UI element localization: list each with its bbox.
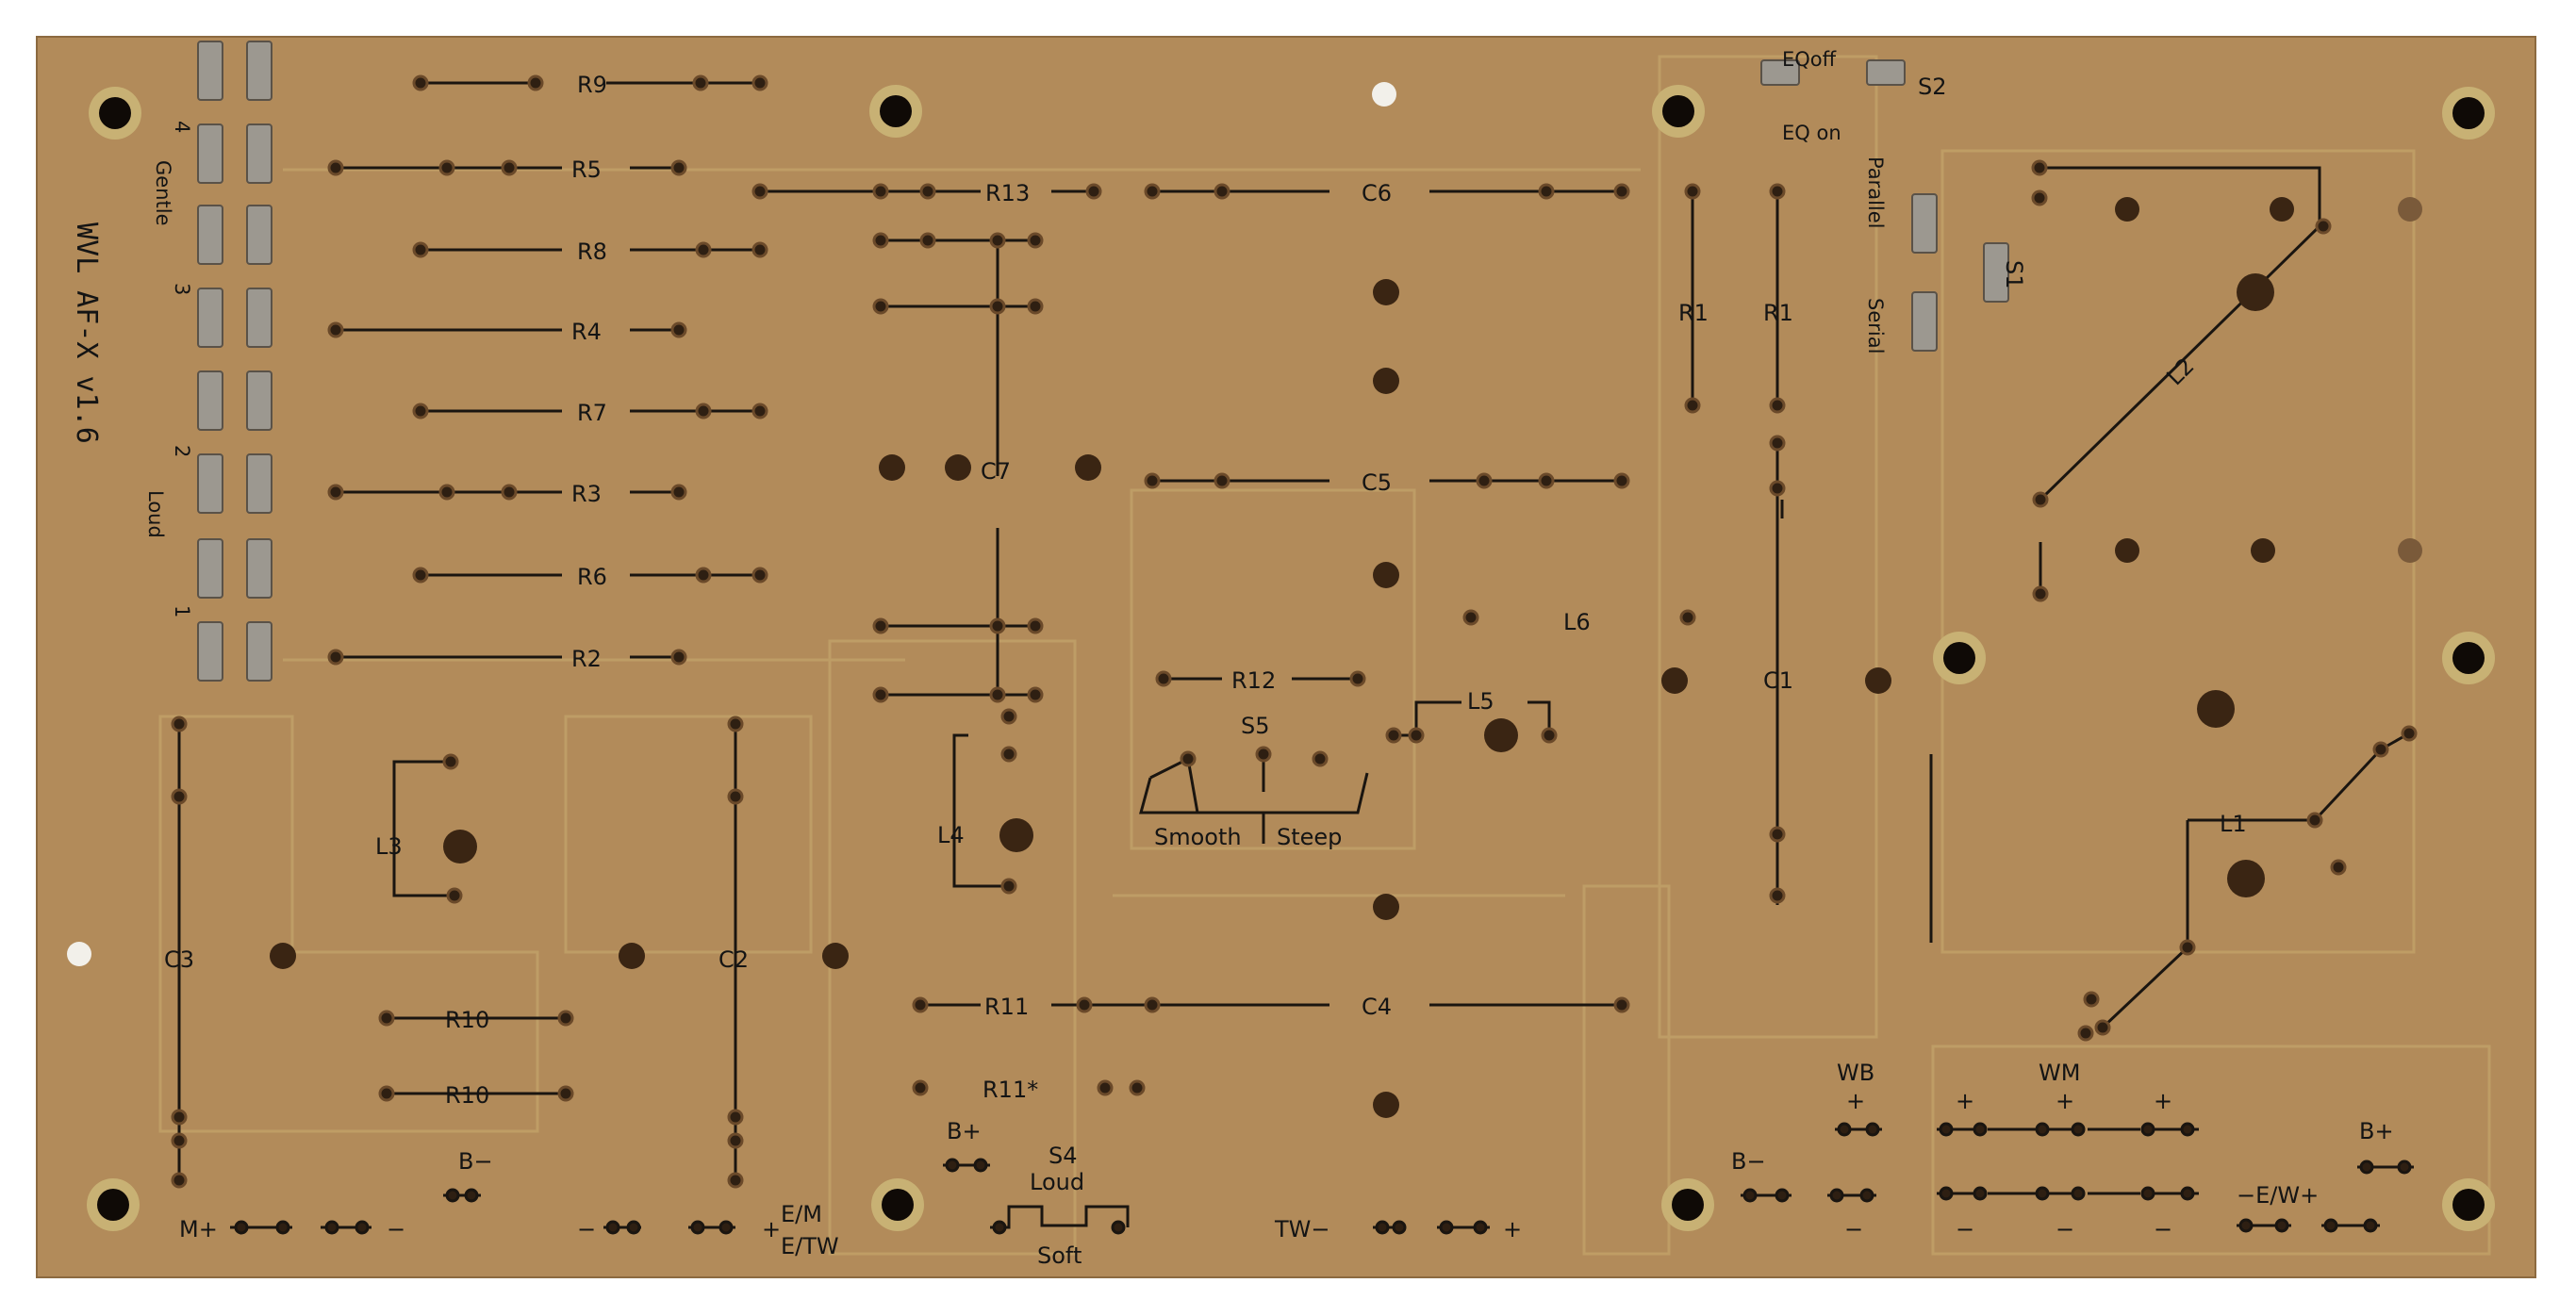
label-wm-plus-1: + <box>1956 1088 1974 1114</box>
label-r3: R3 <box>571 481 602 507</box>
label-eq-off: EQoff <box>1782 48 1837 71</box>
label-minus-wm-2: − <box>2056 1216 2074 1242</box>
label-s2: S2 <box>1918 74 1947 100</box>
label-steep: Steep <box>1277 824 1342 850</box>
label-r1-right: R1 <box>1763 300 1793 326</box>
gentle-label: Gentle <box>152 160 174 226</box>
board-title: WVL AF-X v1.6 <box>70 222 103 444</box>
label-c7: C7 <box>981 458 1011 485</box>
label-wb: WB <box>1837 1060 1874 1086</box>
label-em: E/M <box>781 1201 822 1227</box>
switch-bank-tabs <box>197 41 2009 682</box>
label-r4: R4 <box>571 319 602 345</box>
label-r7: R7 <box>577 400 607 426</box>
label-minus-2: − <box>577 1216 596 1242</box>
pads <box>171 74 2418 1189</box>
label-wm: WM <box>2039 1060 2080 1086</box>
label-b-minus-right: B− <box>1731 1148 1766 1175</box>
label-r9: R9 <box>577 72 607 98</box>
loud-label: Loud <box>144 490 167 538</box>
label-l2: L2 <box>2161 353 2199 390</box>
label-c1: C1 <box>1763 667 1793 694</box>
label-c6: C6 <box>1362 180 1392 206</box>
label-etw: E/TW <box>781 1233 839 1259</box>
label-wb-plus: + <box>1846 1088 1865 1114</box>
label-l3: L3 <box>375 833 403 860</box>
label-wm-plus-2: + <box>2056 1088 2074 1114</box>
trace-layer <box>177 81 2410 1180</box>
label-plus-em: + <box>762 1216 781 1242</box>
label-c3: C3 <box>164 946 194 973</box>
silkscreen-text: WVL AF-X v1.6 Gentle Loud 4 3 2 1 R9 R5 … <box>70 48 2394 1269</box>
label-r10-bottom: R10 <box>445 1082 489 1109</box>
label-r11: R11 <box>984 994 1029 1020</box>
label-l5: L5 <box>1467 688 1494 715</box>
label-r2: R2 <box>571 646 602 672</box>
bank-number-4: 4 <box>171 121 193 133</box>
label-s5: S5 <box>1241 713 1270 739</box>
label-s4-soft: Soft <box>1037 1242 1082 1269</box>
label-minus-wm-1: − <box>1956 1216 1974 1242</box>
label-r1-left: R1 <box>1678 300 1709 326</box>
label-minus-1: − <box>387 1216 405 1242</box>
label-s4-loud: Loud <box>1030 1169 1084 1195</box>
label-ew: −E/W+ <box>2237 1182 2319 1209</box>
label-plus-tw: + <box>1503 1216 1522 1242</box>
label-l6: L6 <box>1563 609 1591 635</box>
label-serial: Serial <box>1864 298 1887 354</box>
label-tw-minus: TW− <box>1274 1216 1330 1242</box>
label-r13: R13 <box>985 180 1030 206</box>
label-l4: L4 <box>937 822 965 848</box>
label-b-plus-mid: B+ <box>947 1118 982 1144</box>
label-minus-3: − <box>1844 1216 1863 1242</box>
label-minus-wm-3: − <box>2154 1216 2172 1242</box>
label-eq-on: EQ on <box>1782 122 1841 144</box>
label-smooth: Smooth <box>1154 824 1242 850</box>
label-l1: L1 <box>2220 811 2247 837</box>
label-r5: R5 <box>571 156 602 183</box>
mounting-holes <box>67 82 2495 1231</box>
label-b-minus-left: B− <box>458 1148 493 1175</box>
label-c5: C5 <box>1362 469 1392 496</box>
large-holes <box>270 197 2422 1118</box>
label-c4: C4 <box>1362 994 1392 1020</box>
bank-number-1: 1 <box>171 605 193 617</box>
label-m-plus: M+ <box>179 1216 218 1242</box>
label-r6: R6 <box>577 564 607 590</box>
label-b-plus-right: B+ <box>2359 1118 2394 1144</box>
label-parallel: Parallel <box>1864 156 1887 229</box>
bank-number-2: 2 <box>171 445 193 457</box>
label-r8: R8 <box>577 239 607 265</box>
terminal-strips <box>230 1122 2414 1235</box>
label-r10-top: R10 <box>445 1007 489 1033</box>
fill-regions <box>158 55 2491 1256</box>
label-s4: S4 <box>1049 1143 1078 1169</box>
label-wm-plus-3: + <box>2154 1088 2172 1114</box>
label-s1: S1 <box>2001 260 2027 289</box>
label-r12: R12 <box>1231 667 1276 694</box>
bank-number-3: 3 <box>171 283 193 295</box>
label-r11-star: R11* <box>983 1077 1038 1103</box>
label-c2: C2 <box>718 946 749 973</box>
